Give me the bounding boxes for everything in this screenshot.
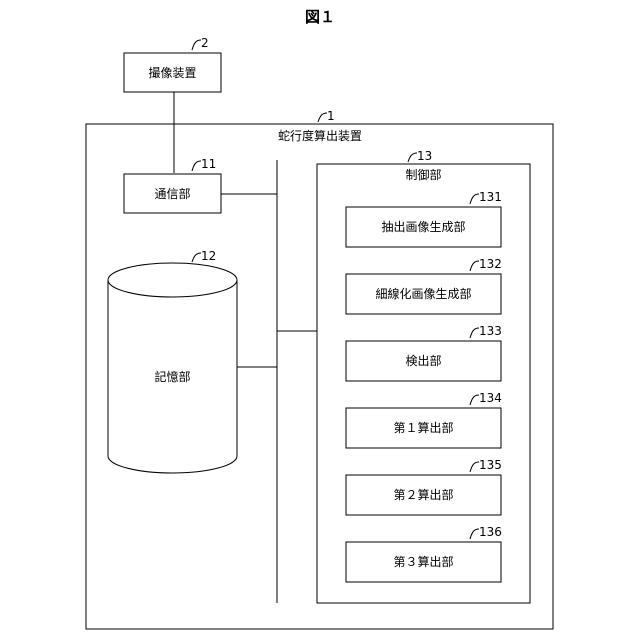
unit-ref: 134	[479, 391, 502, 405]
unit-label: 第３算出部	[393, 554, 453, 569]
comm-ref-leader	[192, 161, 201, 171]
camera-label: 撮像装置	[148, 66, 196, 80]
comm-ref: 11	[201, 157, 216, 171]
device-label: 蛇行度算出装置	[278, 128, 362, 143]
unit-136: 第３算出部 136	[346, 525, 502, 582]
unit-label: 第１算出部	[393, 420, 453, 435]
unit-ref: 132	[479, 257, 502, 271]
unit-ref-leader	[470, 194, 479, 204]
control-label: 制御部	[405, 167, 441, 182]
device-ref-leader	[318, 113, 327, 122]
unit-ref: 135	[479, 458, 502, 472]
unit-135: 第２算出部 135	[346, 458, 502, 515]
storage-label: 記憶部	[154, 369, 190, 384]
unit-ref-leader	[470, 261, 479, 271]
storage-cylinder	[108, 263, 237, 473]
storage-ref: 12	[201, 249, 216, 263]
unit-131: 抽出画像生成部 131	[346, 190, 502, 247]
camera-ref: 2	[201, 36, 209, 50]
unit-label: 細線化画像生成部	[375, 286, 471, 301]
unit-ref: 131	[479, 190, 502, 204]
control-ref: 13	[417, 149, 432, 163]
unit-ref-leader	[470, 395, 479, 405]
unit-ref: 133	[479, 324, 502, 338]
unit-132: 細線化画像生成部 132	[346, 257, 502, 314]
unit-ref-leader	[470, 529, 479, 539]
figure-title: 図１	[305, 8, 335, 26]
device-ref: 1	[327, 109, 335, 123]
unit-label: 検出部	[405, 353, 441, 368]
unit-label: 第２算出部	[393, 487, 453, 502]
unit-134: 第１算出部 134	[346, 391, 502, 448]
unit-label: 抽出画像生成部	[381, 219, 465, 234]
control-ref-leader	[408, 153, 417, 162]
comm-label: 通信部	[154, 186, 190, 201]
unit-ref-leader	[470, 462, 479, 472]
camera-ref-leader	[192, 40, 201, 50]
unit-ref-leader	[470, 328, 479, 338]
storage-ref-leader	[192, 253, 201, 262]
unit-ref: 136	[479, 525, 502, 539]
unit-133: 検出部 133	[346, 324, 502, 381]
